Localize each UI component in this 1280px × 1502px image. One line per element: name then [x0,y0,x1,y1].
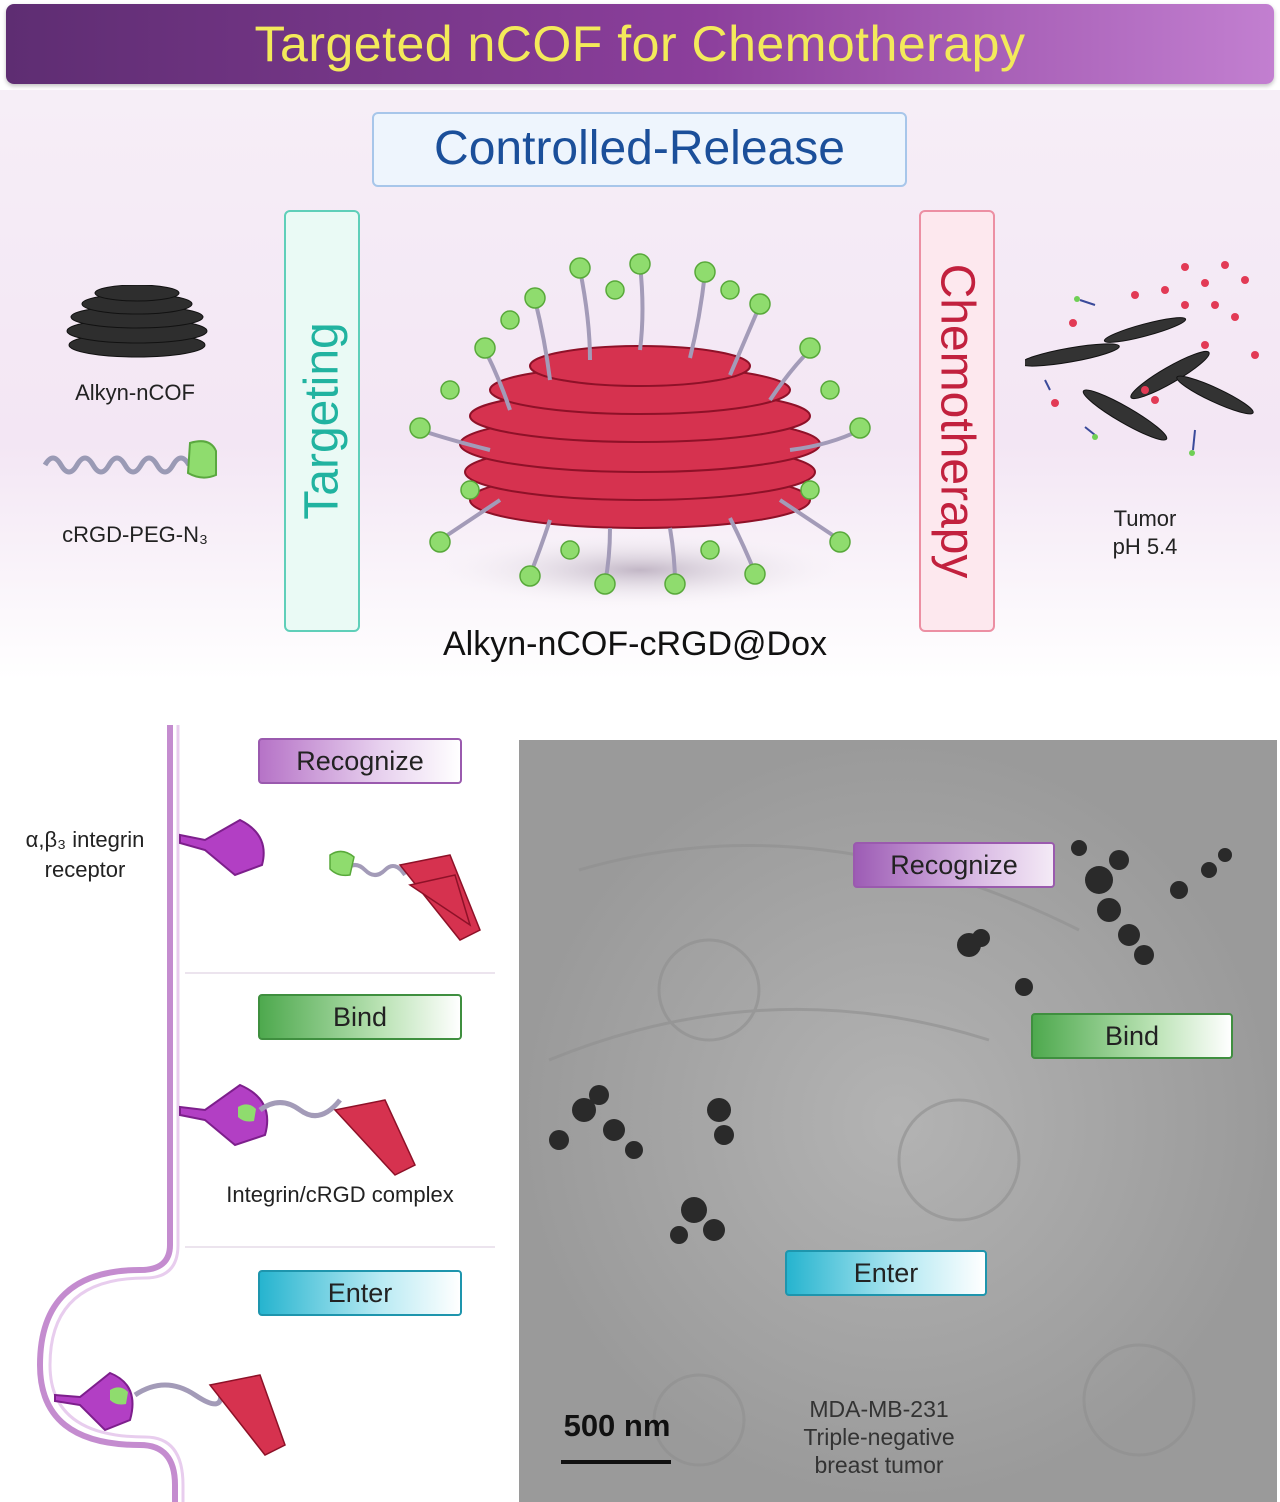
targeting-box: Targeting [284,210,360,632]
crgd-peg-label: cRGD-PEG-N₃ [62,522,208,547]
enter-step-label: Enter [258,1270,462,1316]
chemotherapy-box: Chemotherapy [919,210,995,632]
chemotherapy-label: Chemotherapy [930,263,984,579]
tumor-ph-label: pH 5.4 [1112,534,1178,559]
tumor-release-illustration [1025,261,1259,456]
tumor-label-line1: Tumor [1113,506,1177,531]
integrin-receptor-label-line1: α,β₃ integrin [25,827,145,852]
integrin-crgd-complex-label: Integrin/cRGD complex [226,1182,454,1207]
title-banner: Targeted nCOF for Chemotherapy [6,4,1274,84]
integrin-receptor-icon [179,818,265,877]
cell-line-label-line1: MDA-MB-231 [809,1396,949,1422]
tem-bind-label: Bind [1031,1013,1233,1059]
controlled-release-label: Controlled-Release [372,112,907,187]
recognize-step-label: Recognize [258,738,462,784]
scale-bar-label: 500 nm [563,1408,671,1443]
cell-line-label-line3: breast tumor [814,1452,944,1478]
targeting-label: Targeting [295,322,349,520]
cell-line-label: MDA-MB-231 Triple-negative breast tumor [779,1395,979,1479]
ncof-nanoparticle-illustration [409,253,871,610]
bind-step-label: Bind [258,994,462,1040]
tem-enter-label: Enter [785,1250,987,1296]
crgd-peg-icon [42,440,217,479]
alkyn-ncof-icon [66,285,208,358]
tem-micrograph: Recognize Bind Enter 500 nm MDA-MB-231 T… [519,740,1277,1502]
scale-bar [561,1460,671,1464]
alkyn-ncof-label: Alkyn-nCOF [75,380,195,405]
cell-membrane-illustration [36,725,495,1502]
tem-recognize-label: Recognize [853,842,1055,888]
nanoparticle-label: Alkyn-nCOF-cRGD@Dox [443,625,827,663]
cell-line-label-line2: Triple-negative [803,1424,955,1450]
integrin-receptor-label: α,β₃ integrin receptor [10,825,160,885]
integrin-receptor-label-line2: receptor [44,857,126,882]
tumor-label: Tumor pH 5.4 [1080,505,1210,561]
page-title: Targeted nCOF for Chemotherapy [254,16,1026,72]
